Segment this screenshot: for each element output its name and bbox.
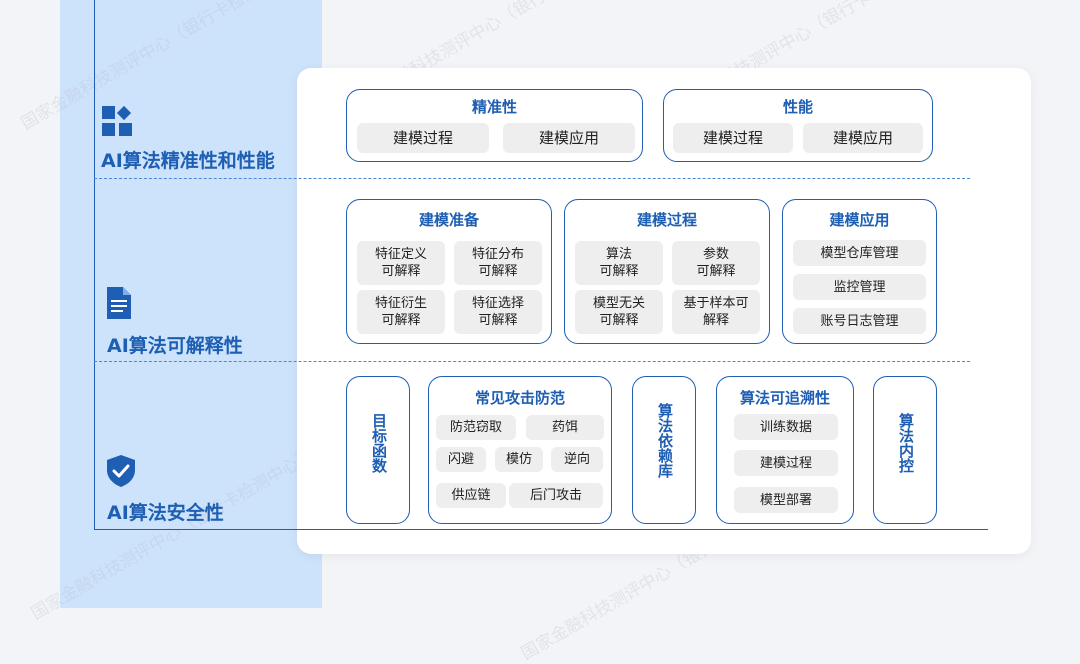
pill-item: 建模过程 [673, 123, 793, 153]
dependency-library-box: 算法依赖库 [632, 376, 696, 524]
box-title: 性能 [782, 98, 813, 116]
grid-shapes-icon [102, 105, 132, 136]
pill-item: 模型仓库管理 [793, 240, 926, 266]
pill-item: 防范窃取 [436, 415, 516, 440]
modeling-prep-box: 建模准备 特征定义 可解释 特征分布 可解释 特征衍生 可解释 特征选择 可解释 [346, 199, 552, 344]
pill-item: 模型部署 [734, 487, 838, 513]
box-title: 建模应用 [829, 211, 890, 229]
pill-item: 闪避 [436, 447, 486, 472]
pill-item: 特征选择 可解释 [454, 290, 542, 334]
pill-item: 参数 可解释 [672, 241, 760, 285]
pill-item: 算法 可解释 [575, 241, 663, 285]
attack-defense-box: 常见攻击防范 防范窃取 药饵 闪避 模仿 逆向 供应链 后门攻击 [428, 376, 612, 524]
pill-item: 特征分布 可解释 [454, 241, 542, 285]
pill-item: 逆向 [551, 447, 603, 472]
pill-item: 后门攻击 [509, 483, 603, 508]
box-title: 算法可追溯性 [739, 389, 830, 407]
performance-box: 性能 建模过程 建模应用 [663, 89, 933, 162]
box-title: 精准性 [471, 98, 517, 116]
category-label-security: AI算法安全性 [107, 502, 224, 524]
objective-function-box: 目标函数 [346, 376, 410, 524]
category-label-performance: AI算法精准性和性能 [101, 150, 275, 172]
pill-item: 模型无关 可解释 [575, 290, 663, 334]
box-title: 建模准备 [418, 211, 479, 229]
pill-item: 建模过程 [734, 450, 838, 476]
pill-item: 模仿 [495, 447, 543, 472]
pill-item: 账号日志管理 [793, 308, 926, 334]
pill-item: 供应链 [436, 483, 506, 508]
bottom-line [94, 529, 988, 530]
accuracy-box: 精准性 建模过程 建模应用 [346, 89, 643, 162]
pill-item: 特征衍生 可解释 [357, 290, 445, 334]
internal-control-box: 算法内控 [873, 376, 937, 524]
pill-item: 建模应用 [803, 123, 923, 153]
pill-item: 训练数据 [734, 414, 838, 440]
traceability-box: 算法可追溯性 训练数据 建模过程 模型部署 [716, 376, 854, 524]
shield-check-icon [107, 455, 135, 487]
section-divider [94, 178, 970, 179]
box-title: 常见攻击防范 [474, 389, 565, 407]
pill-item: 监控管理 [793, 274, 926, 300]
box-title: 算法内控 [897, 413, 915, 473]
box-title: 目标函数 [370, 413, 388, 473]
pill-item: 建模应用 [503, 123, 635, 153]
document-icon [107, 287, 131, 319]
box-title: 建模过程 [636, 211, 697, 229]
category-label-explainability: AI算法可解释性 [107, 335, 243, 357]
pill-item: 特征定义 可解释 [357, 241, 445, 285]
pill-item: 基于样本可 解释 [672, 290, 760, 334]
left-panel [60, 0, 322, 608]
modeling-application-box: 建模应用 模型仓库管理 监控管理 账号日志管理 [782, 199, 937, 344]
box-title: 算法依赖库 [656, 403, 674, 478]
section-divider [94, 361, 970, 362]
vertical-axis-line [94, 0, 95, 530]
modeling-process-box: 建模过程 算法 可解释 参数 可解释 模型无关 可解释 基于样本可 解释 [564, 199, 770, 344]
pill-item: 药饵 [526, 415, 604, 440]
pill-item: 建模过程 [357, 123, 489, 153]
